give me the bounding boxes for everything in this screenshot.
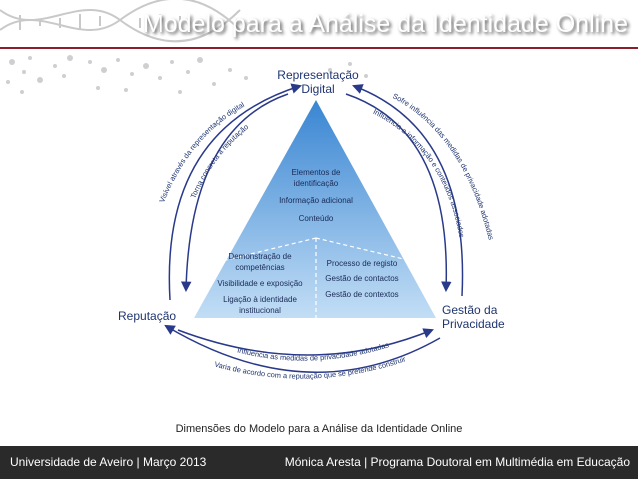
title-divider	[0, 47, 638, 49]
svg-text:Demonstração de: Demonstração de	[228, 252, 292, 261]
identity-model-diagram: Representação Digital Reputação Gestão d…	[118, 68, 505, 381]
footer-institution: Universidade de Aveiro | Março 2013	[10, 455, 207, 469]
dna-strand-decoration	[0, 0, 241, 43]
svg-text:Processo de registo: Processo de registo	[327, 259, 398, 268]
svg-text:identificação: identificação	[294, 179, 339, 188]
svg-text:Conteúdo: Conteúdo	[299, 214, 334, 223]
svg-text:Elementos de: Elementos de	[292, 168, 341, 177]
section-reputacao: Demonstração de competências Visibilidad…	[217, 252, 303, 315]
dot-pattern-decoration	[6, 55, 368, 94]
svg-text:Informação adicional: Informação adicional	[279, 196, 353, 205]
svg-text:Gestão de contactos: Gestão de contactos	[325, 274, 398, 283]
svg-text:Ligação à identidade: Ligação à identidade	[223, 295, 297, 304]
diagram-caption: Dimensões do Modelo para a Análise da Id…	[175, 423, 463, 435]
svg-text:Gestão de contextos: Gestão de contextos	[325, 290, 398, 299]
section-privacidade: Processo de registo Gestão de contactos …	[325, 259, 398, 299]
label-right-outer: Sofre influência das medidas de privacid…	[391, 91, 496, 241]
svg-text:Visibilidade e exposição: Visibilidade e exposição	[217, 279, 303, 288]
footer-bar: Universidade de Aveiro | Março 2013 Móni…	[0, 446, 638, 479]
svg-text:Privacidade: Privacidade	[442, 317, 505, 331]
svg-text:Digital: Digital	[301, 82, 334, 96]
footer-author: Mónica Aresta | Programa Doutoral em Mul…	[284, 455, 630, 469]
arrow-privacy-to-reputation	[164, 324, 441, 373]
arrow-privacy-to-digital	[352, 84, 464, 297]
section-representacao: Elementos de identificação Informação ad…	[279, 168, 353, 223]
arrow-digital-to-privacy	[345, 93, 452, 293]
node-reputacao: Reputação	[118, 309, 176, 323]
svg-text:institucional: institucional	[239, 306, 281, 315]
label-bottom-inner: Influencia as medidas de privacidade ado…	[236, 340, 390, 362]
arrow-reputation-to-digital	[168, 83, 303, 301]
header-decoration	[0, 0, 368, 94]
svg-text:Representação: Representação	[277, 68, 359, 82]
model-triangle	[194, 100, 436, 318]
arrow-digital-to-reputation	[180, 93, 289, 293]
label-right-inner: Influencia a informação e conteúdos asso…	[372, 107, 467, 239]
svg-text:competências: competências	[235, 263, 284, 272]
cycle-arrows	[164, 83, 464, 373]
svg-text:Gestão da: Gestão da	[442, 303, 498, 317]
slide-title: Modelo para a Análise da Identidade Onli…	[142, 10, 628, 38]
arrow-reputation-to-privacy	[177, 328, 434, 356]
node-representacao-digital: Representação Digital	[277, 68, 359, 96]
node-gestao-privacidade: Gestão da Privacidade	[442, 303, 505, 331]
triangle-dividers	[217, 237, 417, 318]
